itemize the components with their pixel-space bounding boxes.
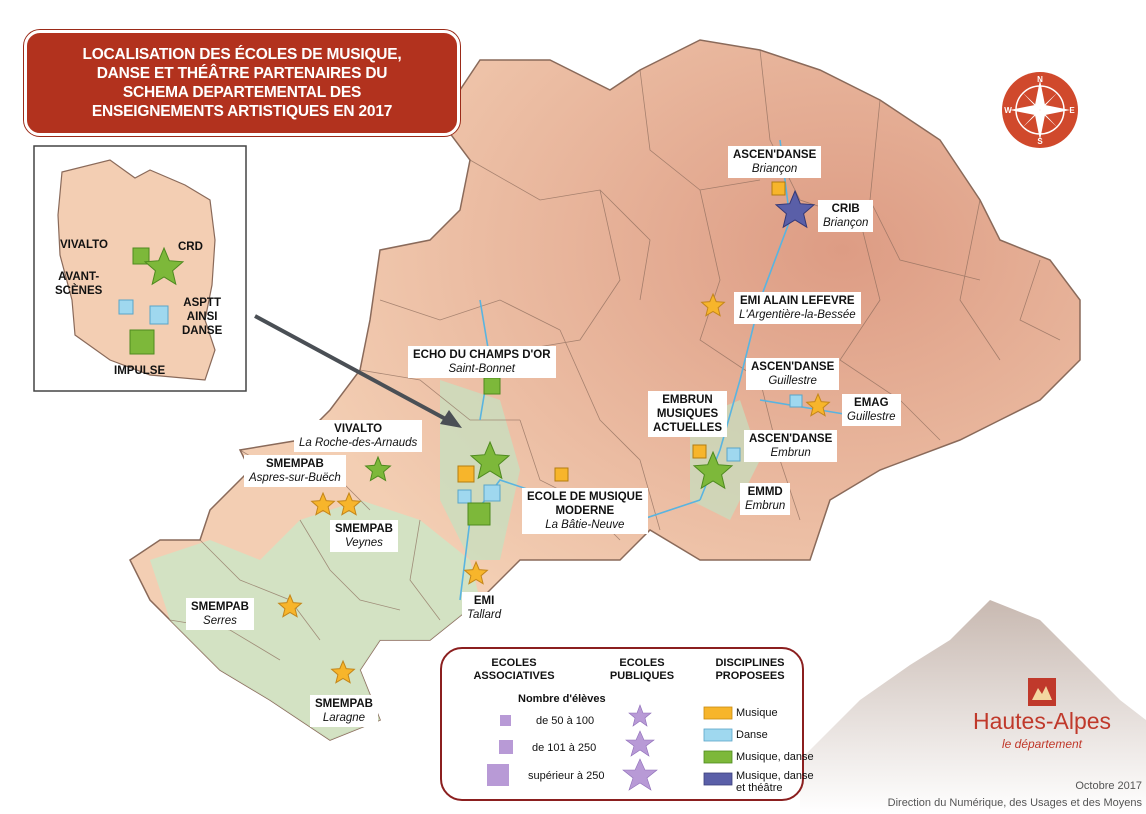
inset-label-impulse: IMPULSE — [114, 365, 166, 377]
inset-commune — [57, 159, 216, 381]
compass-e: E — [1069, 106, 1075, 115]
inset-marker-avant-scenes — [118, 299, 134, 315]
legend-disc-danse: Danse — [736, 729, 768, 741]
inset-arrow-line — [254, 314, 454, 425]
label-emag-guillestre: EMAG Guillestre — [842, 394, 901, 426]
legend-square-large — [487, 764, 509, 786]
inset-marker-crd — [143, 246, 185, 286]
title-line-4: ENSEIGNEMENTS ARTISTIQUES EN 2017 — [91, 103, 393, 120]
marker-gap-impulse — [467, 502, 491, 526]
label-ecole-musique-moderne: ECOLE DE MUSIQUE MODERNE La Bâtie-Neuve — [522, 488, 648, 534]
marker-emag-guillestre — [805, 392, 831, 417]
label-emi-tallard: EMI Tallard — [462, 592, 507, 624]
label-smempab-aspres: SMEMPAB Aspres-sur-Buëch — [244, 455, 346, 487]
compass-s: S — [1037, 137, 1043, 146]
inset-marker-impulse — [129, 329, 155, 355]
legend-size-2: de 101 à 250 — [532, 742, 597, 754]
logo-mountain — [800, 600, 1146, 814]
compass-w: W — [1004, 106, 1012, 115]
marker-smempab-serres — [277, 593, 303, 618]
marker-ascendanse-embrun — [726, 447, 741, 462]
legend-square-small — [500, 715, 511, 726]
inset-marker-vivalto — [132, 247, 150, 265]
legend-square-medium — [499, 740, 513, 754]
hautes-alpes-logo-icon — [1028, 678, 1056, 706]
inset-label-crd: CRD — [178, 241, 203, 253]
legend-col1-header: ECOLES ASSOCIATIVES — [473, 657, 555, 682]
legend-count-title: Nombre d'élèves — [518, 693, 606, 705]
marker-gap-musique — [457, 465, 475, 483]
label-echo-champs-dor: ECHO DU CHAMPS D'OR Saint-Bonnet — [408, 346, 556, 378]
title-line-3: SCHEMA DEPARTEMENTAL DES — [122, 84, 362, 101]
legend-swatch-musique-danse — [703, 750, 733, 764]
marker-emi-tallard — [463, 560, 489, 585]
logo-name: Hautes-Alpes — [972, 708, 1112, 734]
compass-rose: N S E W — [1002, 72, 1078, 148]
marker-smempab-veynes — [336, 491, 362, 516]
inset-marker-asptt — [149, 305, 169, 325]
legend-swatch-danse — [703, 728, 733, 742]
marker-smempab-aspres — [310, 491, 336, 516]
legend-swatch-musique-danse-theatre — [703, 772, 733, 786]
marker-emi-alain-lefevre — [700, 292, 726, 317]
legend-disc-musique-danse: Musique, danse — [736, 751, 814, 763]
label-ascendanse-embrun: ASCEN'DANSE Embrun — [744, 430, 838, 462]
legend-symbols — [487, 704, 733, 791]
marker-gap-crd — [469, 440, 511, 480]
label-smempab-laragne: SMEMPAB Laragne — [310, 695, 378, 727]
inset-label-asptt: ASPTT AINSI DANSE — [182, 297, 223, 337]
title-line-1: LOCALISATION DES ÉCOLES DE MUSIQUE, — [82, 46, 402, 63]
label-smempab-serres: SMEMPAB Serres — [186, 598, 254, 630]
legend: ECOLES ASSOCIATIVES ECOLES PUBLIQUES DIS… — [440, 647, 814, 801]
legend-disc-musique: Musique — [736, 707, 778, 719]
title-line-2: DANSE ET THÉÂTRE PARTENAIRES DU — [96, 65, 388, 82]
marker-ascendanse-guillestre — [789, 394, 803, 408]
label-ascendanse-briancon: ASCEN'DANSE Briançon — [728, 146, 822, 178]
label-ascendanse-guillestre: ASCEN'DANSE Guillestre — [746, 358, 840, 390]
legend-col3-header: DISCIPLINES PROPOSEES — [715, 657, 785, 682]
label-smempab-veynes: SMEMPAB Veynes — [330, 520, 398, 552]
label-crib-briancon: CRIB Briançon — [818, 200, 874, 232]
marker-gap-danse-1 — [457, 489, 472, 504]
marker-echo-champs-dor — [483, 377, 501, 395]
inset-label-vivalto: VIVALTO — [60, 239, 108, 251]
footer-credit: Direction du Numérique, des Usages et de… — [887, 797, 1142, 809]
marker-crib-briancon — [774, 189, 816, 229]
compass-n: N — [1037, 75, 1043, 84]
logo-tagline: le département — [1001, 737, 1083, 751]
legend-disc-musique-danse-theatre: Musique, danse et théâtre — [736, 770, 814, 794]
label-embrun-musiques-actuelles: EMBRUN MUSIQUES ACTUELLES — [648, 391, 727, 437]
marker-vivalto-roche — [364, 455, 392, 482]
label-vivalto-roche: VIVALTO La Roche-des-Arnauds — [294, 420, 423, 452]
commune-boundaries — [169, 49, 1061, 661]
map-title: LOCALISATION DES ÉCOLES DE MUSIQUE, DANS… — [24, 30, 460, 136]
marker-embrun-musiques-actuelles — [692, 444, 707, 459]
green-valley-area — [150, 500, 480, 740]
footer-date: Octobre 2017 — [1075, 780, 1142, 792]
marker-gap-danse-2 — [483, 484, 501, 502]
inset-label-avant-scenes: AVANT- SCÈNES — [55, 271, 103, 297]
legend-size-1: de 50 à 100 — [536, 715, 595, 727]
markers-layer — [118, 181, 831, 684]
marker-emmd-embrun — [692, 450, 734, 490]
legend-size-3: supérieur à 250 — [528, 770, 605, 782]
legend-swatch-musique — [703, 706, 733, 720]
label-emi-alain-lefevre: EMI ALAIN LEFEVRE L'Argentière-la-Bessée — [734, 292, 861, 324]
legend-star-large — [622, 758, 658, 791]
label-emmd-embrun: EMMD Embrun — [740, 483, 791, 515]
marker-ecole-musique-moderne — [554, 467, 569, 482]
legend-star-medium — [625, 730, 655, 757]
legend-star-small — [628, 704, 652, 727]
inset-arrow-head — [440, 410, 462, 428]
marker-smempab-laragne — [330, 659, 356, 684]
marker-ascendanse-briancon — [771, 181, 786, 196]
legend-col2-header: ECOLES PUBLIQUES — [609, 657, 675, 682]
